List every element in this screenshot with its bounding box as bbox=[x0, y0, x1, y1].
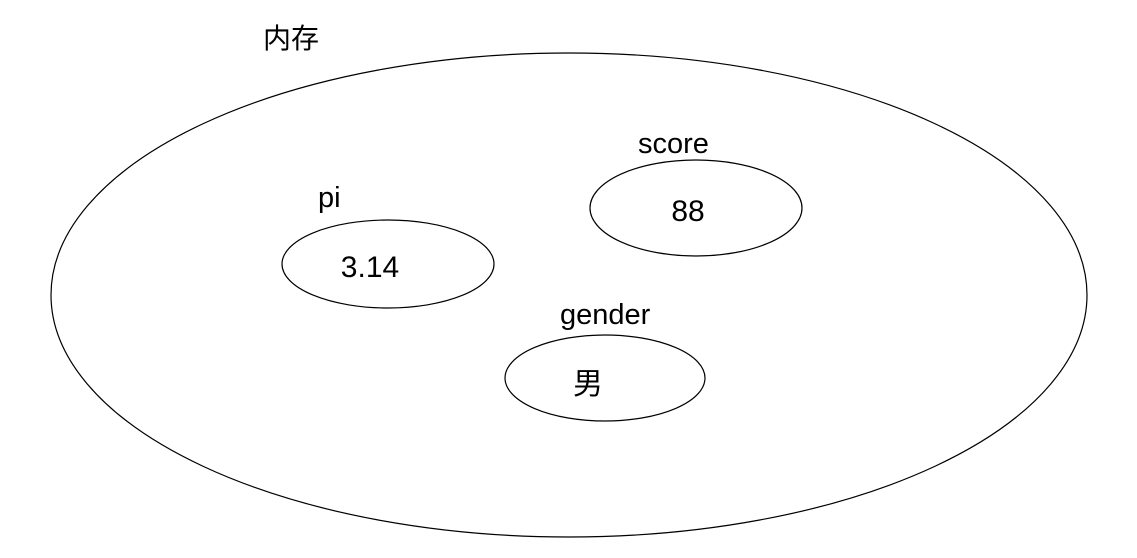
node-score-label: score bbox=[638, 128, 709, 160]
node-pi-label: pi bbox=[318, 182, 341, 214]
node-gender: gender 男 bbox=[504, 299, 706, 422]
node-score-value: 88 bbox=[671, 195, 704, 228]
node-score-ellipse bbox=[589, 159, 803, 257]
node-gender-ellipse bbox=[504, 334, 706, 422]
node-score: score 88 bbox=[589, 128, 803, 257]
node-pi: pi 3.14 bbox=[281, 182, 495, 309]
node-gender-label: gender bbox=[560, 299, 651, 331]
node-gender-value: 男 bbox=[573, 368, 603, 401]
memory-container-ellipse bbox=[50, 52, 1088, 538]
memory-container-label: 内存 bbox=[263, 23, 319, 54]
node-pi-ellipse bbox=[281, 219, 495, 309]
node-pi-value: 3.14 bbox=[341, 251, 399, 284]
